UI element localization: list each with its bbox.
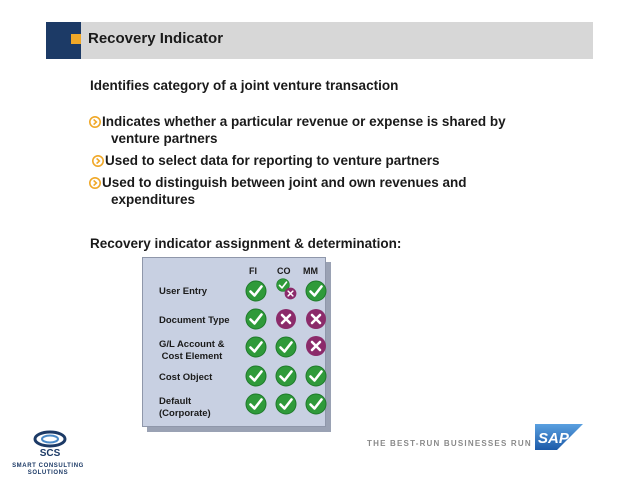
cross-icon xyxy=(275,308,297,330)
sap-logo-text: SAP xyxy=(538,430,570,447)
check-icon xyxy=(275,393,297,415)
header-bar xyxy=(46,22,593,59)
row-label-user-entry: User Entry xyxy=(159,286,208,297)
check-icon xyxy=(305,365,327,387)
row-label-cost-object: Cost Object xyxy=(159,372,213,383)
row-label-gl-account-line-1: G/L Account & xyxy=(159,339,225,350)
check-icon xyxy=(305,280,327,302)
sap-logo: SAP xyxy=(535,424,583,450)
bullet-1-line-1: Indicates whether a particular revenue o… xyxy=(102,114,506,129)
check-icon xyxy=(245,393,267,415)
row-label-default-line-2: (Corporate) xyxy=(159,408,211,419)
scs-company-name: SMART CONSULTING SOLUTIONS xyxy=(12,463,84,477)
check-icon xyxy=(275,336,297,358)
row-label-document-type: Document Type xyxy=(159,315,230,326)
bullet-2-line-1: Used to select data for reporting to ven… xyxy=(105,153,440,168)
check-icon xyxy=(245,336,267,358)
scs-logo-icon: SCS xyxy=(33,430,67,458)
bullet-icon xyxy=(89,116,101,128)
cross-icon xyxy=(305,335,327,357)
column-header-co: CO xyxy=(277,266,291,276)
bullet-icon xyxy=(92,155,104,167)
bullet-3-line-1: Used to distinguish between joint and ow… xyxy=(102,175,467,190)
bullet-icon xyxy=(89,177,101,189)
section-title: Recovery indicator assignment & determin… xyxy=(90,236,402,251)
check-icon xyxy=(275,365,297,387)
bullet-1-line-2: venture partners xyxy=(111,131,218,146)
cross-icon-small xyxy=(284,287,297,300)
check-icon xyxy=(245,308,267,330)
column-header-mm: MM xyxy=(303,266,318,276)
scs-line-2: SOLUTIONS xyxy=(27,470,69,476)
subtitle: Identifies category of a joint venture t… xyxy=(90,78,399,93)
row-label-default-line-1: Default xyxy=(159,396,192,407)
check-icon xyxy=(245,365,267,387)
cross-icon xyxy=(305,308,327,330)
check-icon xyxy=(245,280,267,302)
row-label-gl-account-line-2: Cost Element xyxy=(159,351,223,362)
recovery-matrix-panel xyxy=(142,257,326,427)
check-icon xyxy=(305,393,327,415)
header-accent-square xyxy=(71,34,81,44)
bullet-3-line-2: expenditures xyxy=(111,192,196,207)
scs-logo-text: SCS xyxy=(40,448,61,458)
sap-tagline: THE BEST-RUN BUSINESSES RUN SAP xyxy=(367,439,556,448)
scs-line-1: SMART CONSULTING xyxy=(12,463,84,469)
page-title: Recovery Indicator xyxy=(88,30,224,47)
column-header-fi: FI xyxy=(249,266,257,276)
